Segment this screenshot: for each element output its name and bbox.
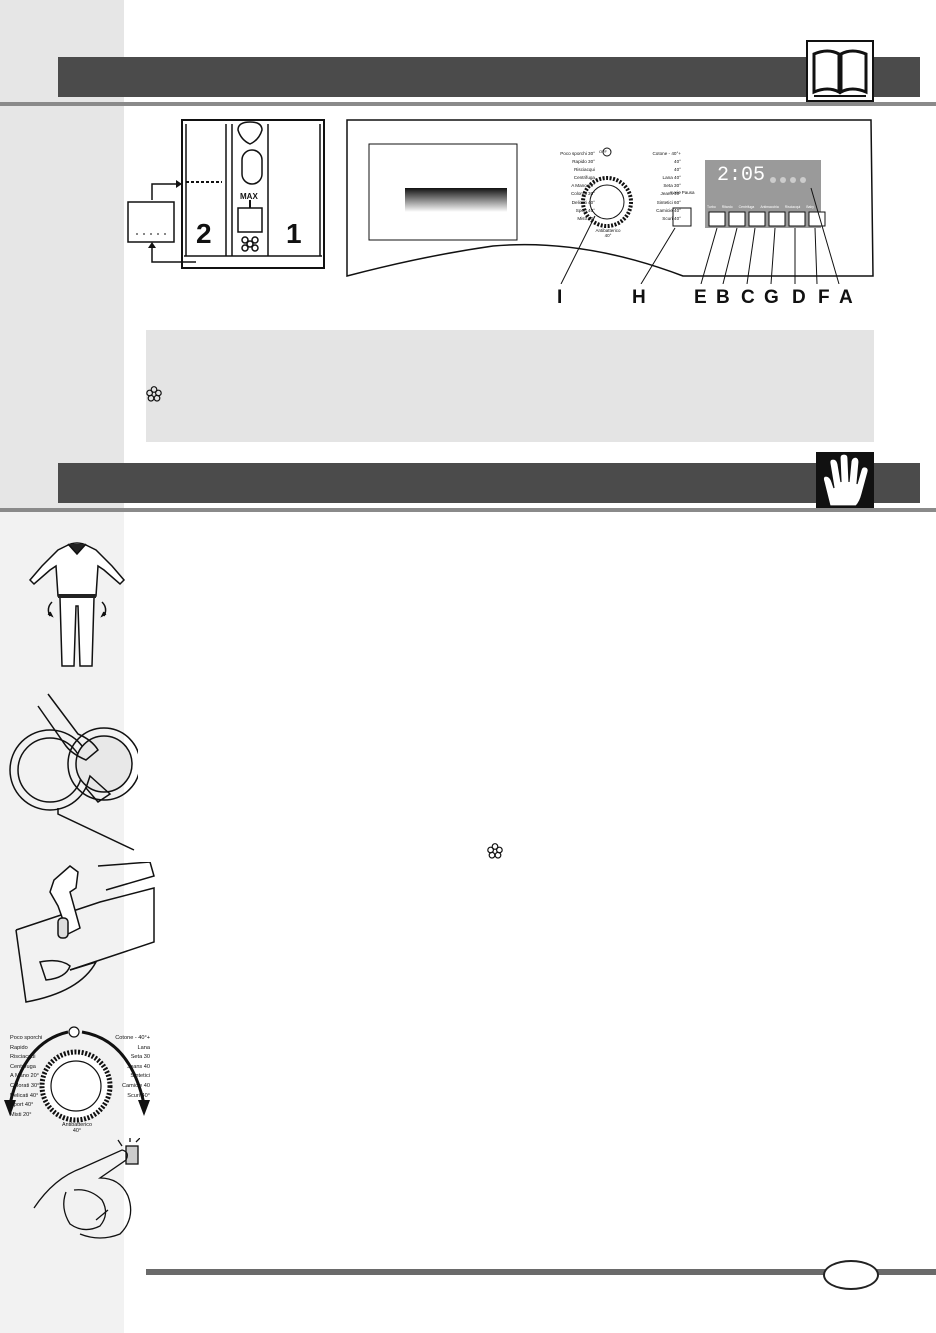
max-label: MAX (240, 192, 258, 201)
start-pause-label: Avvio Pausa (669, 190, 695, 195)
callout-g: G (764, 287, 779, 308)
callout-b: B (716, 287, 730, 308)
callout-a: A (839, 287, 853, 308)
callout-e: E (694, 287, 707, 308)
softener-icon (146, 386, 162, 402)
note-box (146, 330, 874, 442)
footer-rule (146, 1269, 936, 1275)
callout-i: I (557, 287, 563, 308)
dial-right-labels: Cotone - 40°+40°40°Lana 40°Seta 30°Jeans… (652, 151, 681, 221)
section-bar-bottom (58, 463, 920, 503)
compartment-1-label: 1 (286, 218, 302, 249)
garment-pockets-illustration (22, 536, 132, 682)
hand-icon (816, 452, 874, 508)
dial-off-label: OFF (599, 149, 607, 154)
detergent-drawer-diagram: 2 1 MAX (126, 116, 326, 272)
book-icon (806, 40, 874, 102)
callout-f: F (818, 287, 830, 308)
detergent-drawer-illustration (10, 861, 156, 1016)
step-dial-bottom-label: Antibatterico 40° (62, 1122, 92, 1134)
callout-d: D (792, 287, 806, 308)
display-time: 2:05 (717, 164, 766, 187)
callout-h: H (632, 287, 646, 308)
section-rule-top (0, 102, 936, 106)
page-number-oval (823, 1260, 879, 1290)
softener-icon-inline (487, 843, 503, 859)
dial-bottom-label: Antibatterico 40° (595, 228, 621, 238)
compartment-2-label: 2 (196, 218, 212, 249)
drum-loading-illustration (8, 690, 141, 856)
section-rule-bottom (0, 508, 936, 512)
section-bar-top (58, 57, 920, 97)
press-start-illustration (30, 1137, 141, 1242)
callout-c: C (741, 287, 755, 308)
